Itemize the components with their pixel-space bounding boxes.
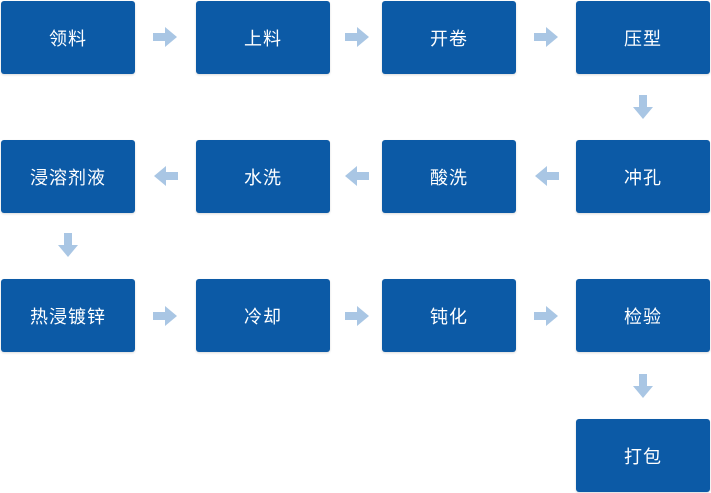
step-label: 冷却: [244, 306, 282, 328]
arrow-right-icon: [532, 302, 560, 330]
arrow-right-icon: [343, 302, 371, 330]
step-box: 压型: [576, 1, 710, 74]
arrow-right-icon: [151, 302, 179, 330]
step-label: 酸洗: [430, 167, 468, 189]
step-label: 冲孔: [624, 167, 662, 189]
step-box: 钝化: [382, 279, 516, 352]
step-box: 开卷: [382, 1, 516, 74]
step-box: 领料: [1, 1, 135, 74]
step-label: 热浸镀锌: [30, 306, 106, 328]
step-box: 浸溶剂液: [1, 140, 135, 213]
step-label: 水洗: [244, 167, 282, 189]
step-box: 水洗: [196, 140, 330, 213]
arrow-left-icon: [343, 162, 371, 190]
arrow-right-icon: [532, 23, 560, 51]
step-label: 压型: [624, 28, 662, 50]
arrow-left-icon: [152, 162, 180, 190]
arrow-down-icon: [54, 231, 82, 259]
step-label: 开卷: [430, 28, 468, 50]
arrow-down-icon: [629, 372, 657, 400]
step-box: 冲孔: [576, 140, 710, 213]
step-box: 冷却: [196, 279, 330, 352]
arrow-right-icon: [151, 23, 179, 51]
step-label: 打包: [624, 446, 662, 468]
step-box: 检验: [576, 279, 710, 352]
step-box: 热浸镀锌: [1, 279, 135, 352]
arrow-right-icon: [343, 23, 371, 51]
arrow-left-icon: [533, 162, 561, 190]
step-label: 浸溶剂液: [30, 167, 106, 189]
step-label: 上料: [244, 28, 282, 50]
step-box: 上料: [196, 1, 330, 74]
step-label: 领料: [49, 28, 87, 50]
step-box: 打包: [576, 419, 710, 492]
step-label: 钝化: [430, 306, 468, 328]
arrow-down-icon: [629, 93, 657, 121]
step-label: 检验: [624, 306, 662, 328]
step-box: 酸洗: [382, 140, 516, 213]
